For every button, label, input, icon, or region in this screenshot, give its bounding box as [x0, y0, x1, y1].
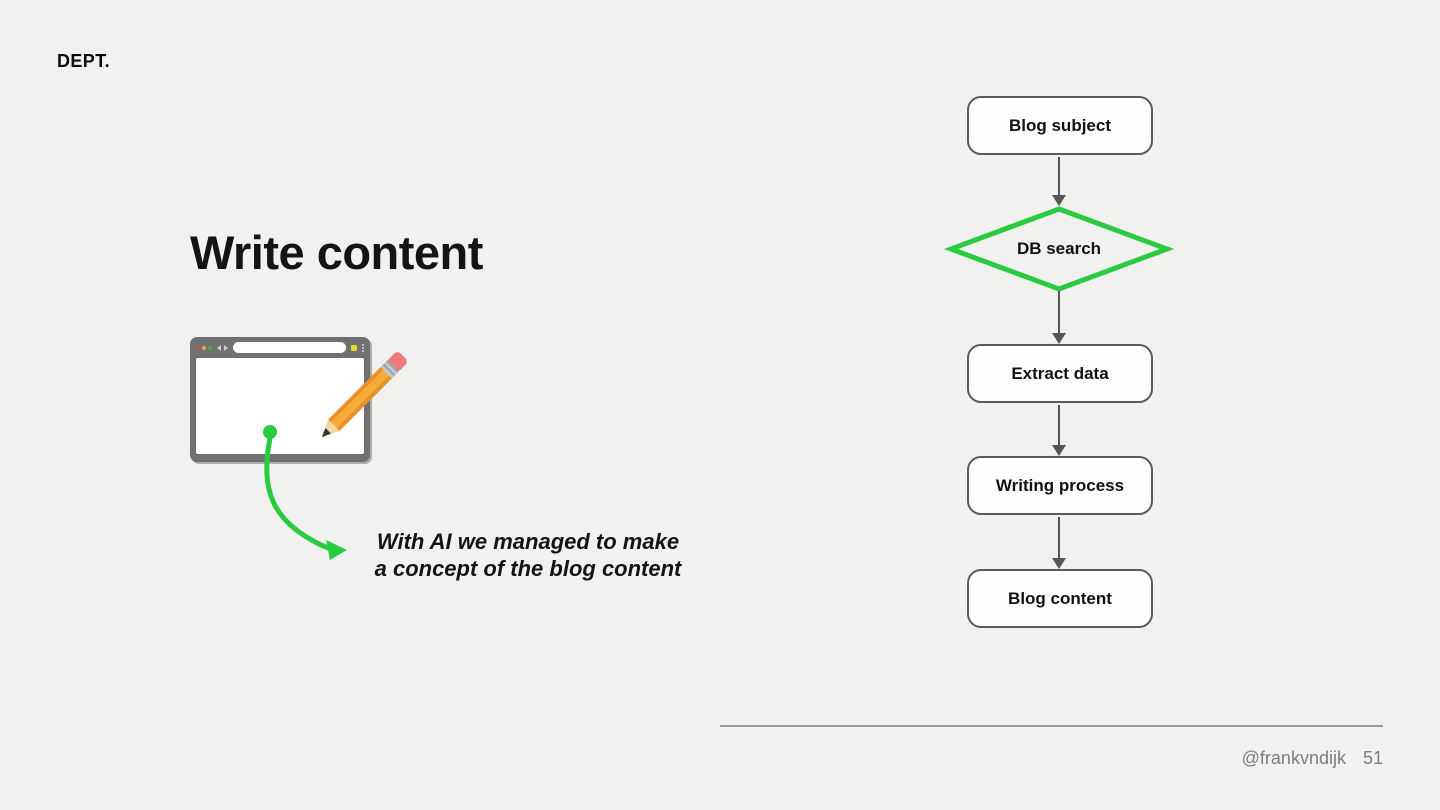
flow-connector-4 — [1058, 517, 1060, 559]
flow-node-blog-subject: Blog subject — [967, 96, 1153, 155]
browser-toolbar — [190, 337, 370, 358]
flow-arrowhead-2 — [1052, 333, 1066, 344]
bookmark-icon — [351, 344, 357, 351]
flow-node-extract-data: Extract data — [967, 344, 1153, 403]
diamond-shape — [943, 206, 1175, 292]
footer: @frankvndijk 51 — [1083, 748, 1383, 769]
page-title: Write content — [190, 226, 483, 279]
flow-connector-3 — [1058, 405, 1060, 446]
forward-icon — [224, 344, 228, 351]
caption: With AI we managed to make a concept of … — [352, 528, 704, 582]
caption-line-2: a concept of the blog content — [374, 556, 682, 581]
flow-node-db-search: DB search — [943, 205, 1175, 293]
footer-divider — [720, 725, 1383, 727]
browser-content-area — [196, 358, 364, 454]
flow-connector-1 — [1058, 157, 1060, 196]
page-number: 51 — [1362, 748, 1383, 768]
menu-icon — [362, 346, 364, 349]
close-icon — [196, 345, 200, 350]
minimize-icon — [202, 345, 206, 350]
back-icon — [217, 344, 221, 351]
maximize-icon — [208, 345, 212, 350]
browser-window-illustration — [190, 337, 370, 462]
flow-node-blog-content: Blog content — [967, 569, 1153, 628]
flow-arrowhead-3 — [1052, 445, 1066, 456]
flow-arrowhead-1 — [1052, 195, 1066, 206]
caption-line-1: With AI we managed to make — [376, 529, 680, 554]
dept-logo: DEPT. — [57, 51, 111, 71]
flow-node-writing-process: Writing process — [967, 456, 1153, 515]
flow-connector-2 — [1058, 291, 1060, 334]
flow-arrowhead-4 — [1052, 558, 1066, 569]
footer-handle: @frankvndijk — [1241, 748, 1346, 768]
flow-node-db-search-label: DB search — [1016, 239, 1102, 258]
address-bar — [233, 342, 346, 353]
